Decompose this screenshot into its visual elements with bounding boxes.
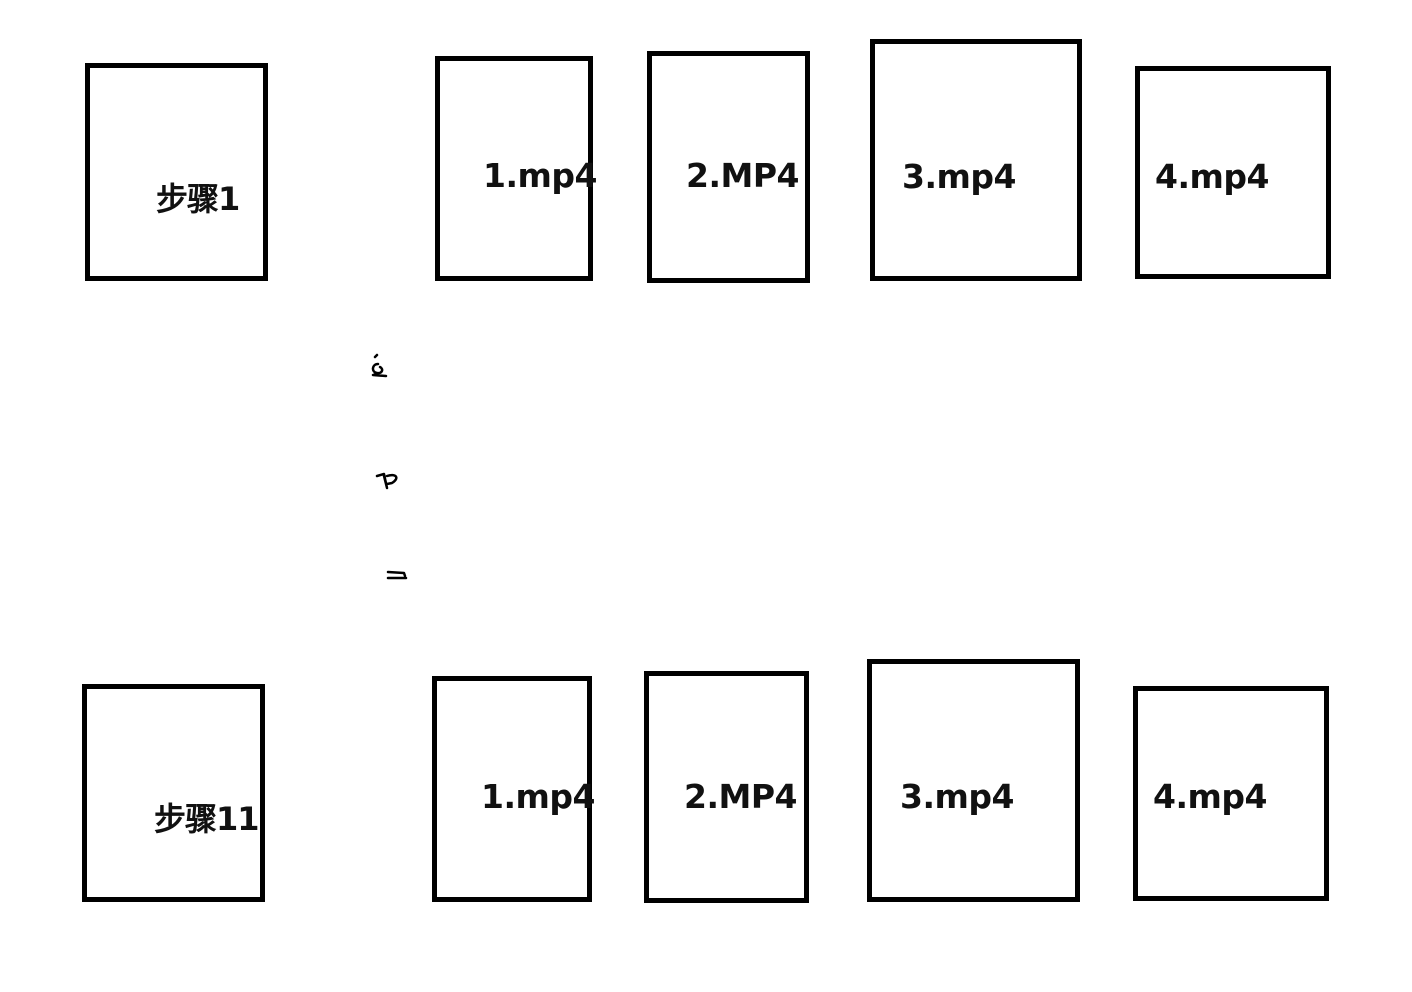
file-label-row1-2: 2.MP4 (686, 156, 799, 195)
file-box-row1-3 (870, 39, 1082, 281)
file-label-row2-1: 1.mp4 (481, 777, 595, 816)
file-box-row2-1 (432, 676, 592, 902)
file-label-row1-3: 3.mp4 (902, 157, 1016, 196)
file-label-row2-3: 3.mp4 (900, 777, 1014, 816)
file-box-row2-3 (867, 659, 1080, 902)
file-box-row1-1 (435, 56, 593, 281)
ellipsis-mark-1 (371, 353, 388, 378)
ellipsis-mark-3 (386, 570, 408, 580)
step-box-row1 (85, 63, 268, 281)
file-box-row2-4 (1133, 686, 1329, 901)
file-label-row1-4: 4.mp4 (1155, 157, 1269, 196)
file-box-row2-2 (644, 671, 809, 903)
step-label-row1: 步骤1 (156, 180, 240, 218)
file-box-row1-4 (1135, 66, 1331, 279)
file-box-row1-2 (647, 51, 810, 283)
step-box-row2 (82, 684, 265, 902)
file-label-row2-4: 4.mp4 (1153, 777, 1267, 816)
file-label-row2-2: 2.MP4 (684, 777, 797, 816)
file-label-row1-1: 1.mp4 (483, 156, 597, 195)
ellipsis-mark-2 (375, 472, 398, 490)
step-label-row2: 步骤11 (154, 800, 260, 838)
